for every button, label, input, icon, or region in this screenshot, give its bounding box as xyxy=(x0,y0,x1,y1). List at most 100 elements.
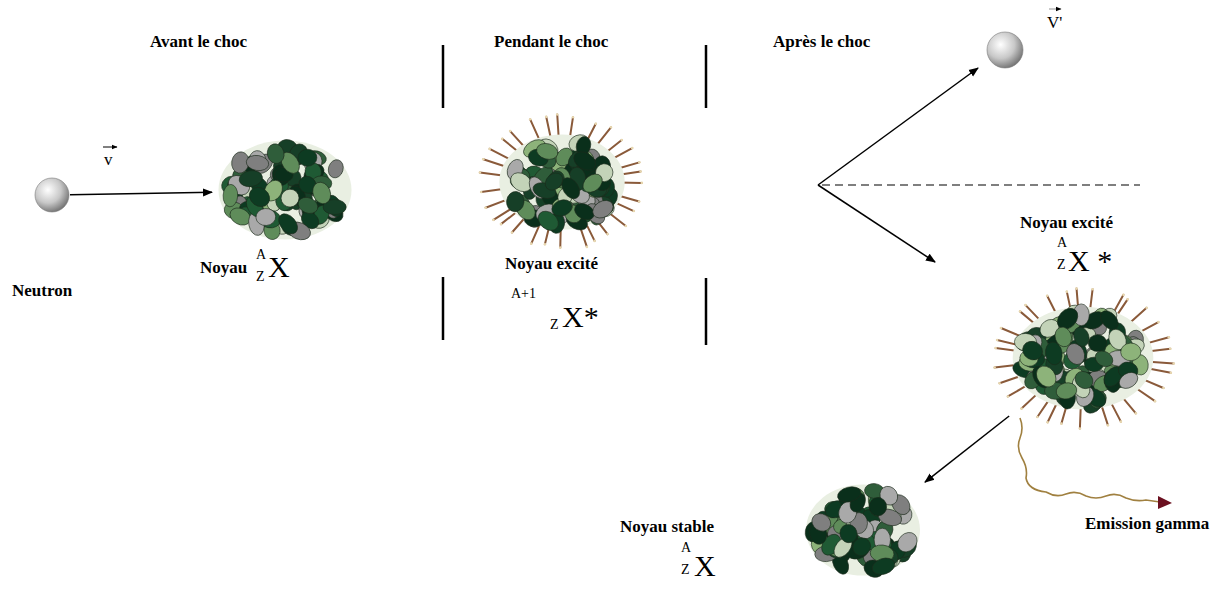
spike-tip xyxy=(638,161,641,164)
connector-arrow xyxy=(925,416,1009,482)
spike-tip xyxy=(1046,294,1049,297)
node-label: Neutron xyxy=(12,281,72,301)
nuclide-index: Z xyxy=(681,563,690,577)
nucleon xyxy=(870,555,897,577)
spike-tip xyxy=(639,170,642,173)
nucleon xyxy=(542,169,566,193)
spike-tip xyxy=(1135,412,1138,415)
spike-tip xyxy=(488,148,491,151)
node-label: Noyau stable xyxy=(620,517,714,537)
nucleus-halo xyxy=(806,484,920,575)
phase-heading: Avant le choc xyxy=(150,32,247,52)
spike-tip xyxy=(1170,372,1173,375)
spike-tip xyxy=(1169,347,1172,350)
node-label: Noyau excité xyxy=(1020,213,1113,233)
spike-tip xyxy=(529,118,532,121)
spike-tip xyxy=(559,246,562,249)
node-label: Noyau excité xyxy=(505,254,598,274)
nuclide-index: A+1 xyxy=(511,287,536,301)
spike-tip xyxy=(511,231,514,234)
nuclei xyxy=(218,113,1175,580)
spike-tip xyxy=(1019,310,1022,313)
spike-tip xyxy=(1162,387,1165,390)
gamma-wave xyxy=(1018,418,1160,502)
nucleon xyxy=(238,169,264,188)
spike-tip xyxy=(633,210,636,213)
nucleon xyxy=(1120,343,1141,362)
nucleon xyxy=(223,184,239,207)
separator-bar xyxy=(705,278,708,345)
scatter-arrow xyxy=(818,68,978,185)
spike-tip xyxy=(1046,421,1049,424)
nucleon xyxy=(326,158,345,180)
spike-tip xyxy=(998,382,1001,385)
nuclide-index: Z xyxy=(1057,258,1066,272)
nucleon xyxy=(570,148,598,174)
nucleus-picture xyxy=(804,483,921,581)
velocity-label: V' xyxy=(1047,14,1062,31)
spike-tip xyxy=(482,158,485,161)
nucleus-halo xyxy=(219,141,352,240)
nucleon xyxy=(534,207,562,234)
excited-nucleus: Noyau excitéAZX * xyxy=(1005,300,1161,416)
nuclide-symbol: X xyxy=(694,551,716,581)
spike-tip xyxy=(606,233,609,236)
nucleon xyxy=(869,497,887,516)
spike-tip xyxy=(556,113,559,116)
nucleon xyxy=(535,141,560,162)
spike-tip xyxy=(586,246,589,249)
spike-tip xyxy=(544,243,547,246)
nucleon xyxy=(245,154,270,172)
connector-arrow xyxy=(70,192,212,194)
gamma-arrowhead xyxy=(1158,496,1172,509)
scattered-neutron: V' xyxy=(987,32,1023,68)
nucleon xyxy=(589,197,616,222)
separator-bar xyxy=(442,45,445,108)
nucleon xyxy=(894,529,921,556)
spike-tip xyxy=(1120,420,1123,423)
nuclide-symbol: X xyxy=(268,252,290,282)
nucleon xyxy=(1088,335,1107,352)
spike-tip xyxy=(1145,307,1148,310)
spike-tip xyxy=(1172,362,1175,365)
nuclide-index: Z xyxy=(256,270,265,284)
spike-tip xyxy=(1000,327,1003,330)
separator-bar xyxy=(442,277,445,340)
spike-tip xyxy=(1007,395,1010,398)
velocity-label: v xyxy=(104,151,113,168)
separator-bar xyxy=(705,45,708,108)
nucleon xyxy=(809,510,835,535)
scatter-arrow xyxy=(818,185,935,262)
spike-tip xyxy=(1122,294,1125,297)
nucleus-halo xyxy=(499,135,624,230)
spike-tip xyxy=(572,116,575,119)
nucleon xyxy=(298,149,317,166)
nuclide-index: A xyxy=(1057,236,1067,250)
stable-nucleus: Noyau stableAZX xyxy=(803,480,925,580)
spike-tip xyxy=(1126,298,1129,301)
spike-tip xyxy=(484,206,487,209)
spike-tip xyxy=(1066,290,1069,293)
nucleon xyxy=(838,522,860,545)
nucleon xyxy=(505,191,525,213)
spike-tip xyxy=(993,366,996,369)
spike-tip xyxy=(479,171,482,174)
nucleus-picture xyxy=(218,137,351,243)
nuclide-symbol: X* xyxy=(562,302,599,332)
nuclide-index: A xyxy=(256,248,266,262)
emission-label: Emission gamma xyxy=(1085,514,1209,534)
nucleon xyxy=(1055,381,1079,401)
nucleon xyxy=(275,210,301,237)
nucleon xyxy=(1092,348,1115,370)
spike-tip xyxy=(625,225,628,228)
nucleon xyxy=(1116,369,1140,392)
spike-tip xyxy=(501,137,504,140)
nucleon xyxy=(579,170,606,196)
spike-tip xyxy=(593,240,596,243)
nucleus-picture xyxy=(479,113,644,249)
nucleon xyxy=(836,485,863,505)
spike-tip xyxy=(509,130,512,133)
